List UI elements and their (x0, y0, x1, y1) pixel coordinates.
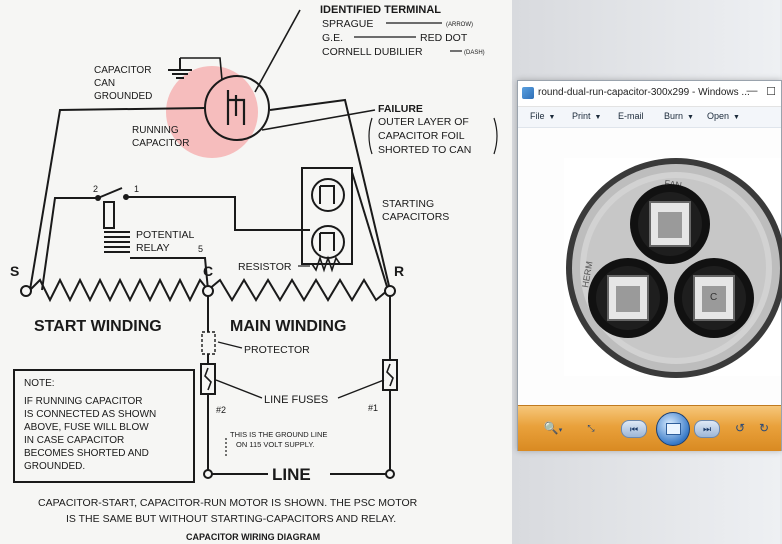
note-line2: IS CONNECTED AS SHOWN (24, 409, 156, 420)
zoom-icon[interactable]: 🔍▾ (543, 421, 563, 435)
next-icon[interactable]: ⏭ (694, 420, 720, 438)
menu-email[interactable]: E-mail (618, 111, 644, 121)
protector-symbol (201, 331, 216, 355)
menu-print-label: Print (572, 111, 591, 121)
diagram-footer: CAPACITOR WIRING DIAGRAM (186, 532, 320, 542)
minimize-button[interactable]: — (746, 85, 758, 97)
ground-line-note-1: THIS IS THE GROUND LINE (230, 430, 327, 439)
note-box (13, 369, 195, 483)
relay-coil (104, 231, 130, 253)
ground-line-note-2: ON 115 VOLT SUPPLY. (236, 440, 315, 449)
herm-terminal-text: HERM (580, 261, 594, 289)
resistor-symbol (311, 255, 341, 273)
terminal-r-node (384, 285, 396, 297)
start-winding-coil (29, 277, 209, 303)
slideshow-icon[interactable] (656, 412, 690, 446)
terminal-s-label: S (10, 263, 19, 279)
menu-print[interactable]: Print▼ (572, 111, 601, 121)
viewer-toolbar: 🔍▾ ⤡ ⏮ ⏭ ↺ ↻ (518, 405, 781, 451)
note-line4: IN CASE CAPACITOR (24, 435, 124, 446)
starting-capacitor-2 (311, 225, 345, 259)
starting-capacitor-1 (311, 178, 345, 212)
starting-capacitors-line1: STARTING (382, 198, 434, 210)
terminal-c-label: C (203, 263, 213, 279)
main-winding-label: MAIN WINDING (230, 318, 346, 335)
capacitor-grounded-line3: GROUNDED (94, 91, 152, 102)
starting-capacitors-line2: CAPACITORS (382, 211, 449, 223)
chevron-down-icon: ▼ (548, 114, 556, 121)
sprague-label: SPRAGUE (322, 18, 373, 30)
running-capacitor-plates (226, 90, 246, 125)
dual-run-capacitor-image: FAN HERM C (566, 158, 782, 378)
failure-line3: CAPACITOR FOIL (378, 130, 465, 142)
line-label: LINE (272, 465, 311, 484)
running-capacitor-line2: CAPACITOR (132, 138, 189, 149)
relay-terminal-2: 2 (93, 184, 98, 194)
start-winding-label: START WINDING (34, 318, 162, 335)
potential-relay-line1: POTENTIAL (136, 229, 195, 241)
menu-burn[interactable]: Burn▼ (664, 111, 694, 121)
capacitor-photo: FAN HERM C (564, 158, 782, 378)
note-line5: BECOMES SHORTED AND (24, 448, 149, 459)
fit-icon[interactable]: ⤡ (587, 423, 595, 433)
chevron-down-icon: ▼ (733, 114, 740, 121)
menu-file-label: File (530, 111, 545, 121)
cornell-mark: (DASH) (464, 50, 485, 56)
title-bar[interactable]: round-dual-run-capacitor-300x299 - Windo… (518, 81, 781, 107)
note-line3: ABOVE, FUSE WILL BLOW (24, 422, 149, 433)
running-capacitor-line1: RUNNING (132, 125, 179, 136)
cornell-label: CORNELL DUBILIER (322, 46, 423, 58)
photo-viewer-app-icon (522, 87, 534, 99)
sprague-mark: (ARROW) (446, 22, 473, 28)
chevron-down-icon: ▼ (687, 114, 694, 121)
rotate-right-icon[interactable]: ↻ (758, 421, 770, 435)
caption-line2: IS THE SAME BUT WITHOUT STARTING-CAPACIT… (66, 513, 396, 525)
photo-viewer-window[interactable]: round-dual-run-capacitor-300x299 - Windo… (517, 80, 782, 451)
terminal-r-label: R (394, 263, 404, 279)
menu-file[interactable]: File▼ (530, 111, 555, 121)
rotate-left-icon[interactable]: ↺ (734, 421, 746, 435)
wiring-diagram-drawing: IDENTIFIED TERMINAL SPRAGUE (ARROW) G.E.… (10, 4, 498, 542)
menu-email-label: E-mail (618, 111, 644, 121)
fuse-1-label: #1 (368, 403, 378, 413)
relay-contact (97, 187, 123, 199)
ge-label: G.E. (322, 32, 343, 44)
identified-terminal-heading: IDENTIFIED TERMINAL (320, 4, 441, 16)
highlight-circle (166, 66, 258, 158)
fuse-2-label: #2 (216, 405, 226, 415)
relay-terminal-5: 5 (198, 244, 203, 254)
terminal-c-node (202, 285, 214, 297)
relay-terminal-1: 1 (134, 184, 139, 194)
capacitor-grounded-line2: CAN (94, 78, 115, 89)
common-terminal-text: C (710, 292, 717, 303)
note-line6: GROUNDED. (24, 461, 85, 472)
maximize-button[interactable]: ☐ (766, 86, 776, 98)
failure-line2: OUTER LAYER OF (378, 116, 469, 128)
image-display-area: FAN HERM C (518, 128, 782, 404)
failure-heading: FAILURE (378, 103, 423, 115)
capacitor-grounded-line1: CAPACITOR (94, 65, 151, 76)
window-title: round-dual-run-capacitor-300x299 - Windo… (538, 87, 750, 98)
ge-mark: RED DOT (420, 32, 468, 44)
previous-icon[interactable]: ⏮ (621, 420, 647, 438)
note-title: NOTE: (24, 378, 55, 389)
note-line1: IF RUNNING CAPACITOR (24, 396, 143, 407)
line-fuses-label: LINE FUSES (264, 394, 328, 406)
menu-burn-label: Burn (664, 111, 684, 121)
resistor-label: RESISTOR (238, 261, 292, 273)
menu-open-label: Open (707, 111, 730, 121)
terminal-s-node (20, 285, 32, 297)
wiring-diagram: IDENTIFIED TERMINAL SPRAGUE (ARROW) G.E.… (0, 0, 512, 544)
main-winding-coil (207, 278, 389, 302)
caption-line1: CAPACITOR-START, CAPACITOR-RUN MOTOR IS … (38, 497, 418, 509)
protector-label: PROTECTOR (244, 344, 310, 356)
menu-bar: File▼ Print▼ E-mail Burn▼ Open▼ (518, 107, 781, 128)
ground-icon (168, 58, 192, 79)
potential-relay-line2: RELAY (136, 242, 170, 254)
failure-line4: SHORTED TO CAN (378, 144, 471, 156)
menu-open[interactable]: Open▼ (707, 111, 740, 121)
chevron-down-icon: ▼ (594, 114, 602, 121)
